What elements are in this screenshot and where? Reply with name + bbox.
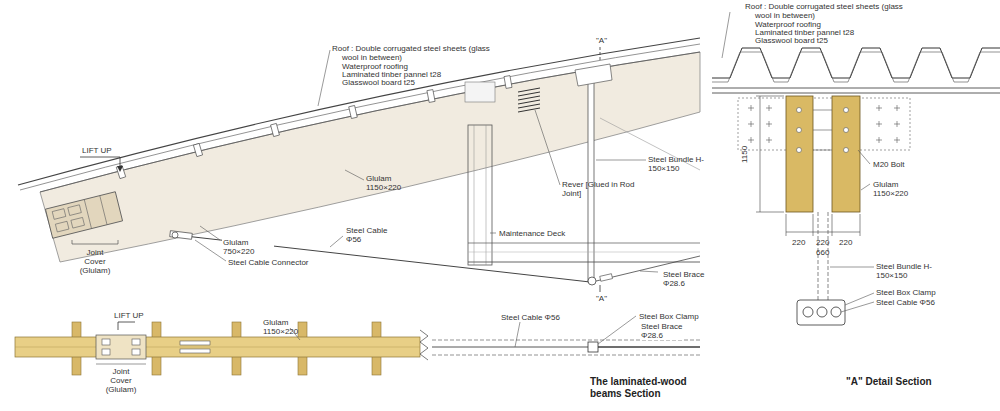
callout-label: 220 [839, 238, 852, 247]
callout-label: Glulam 750×220 [222, 238, 274, 256]
callout-label: Steel Box Clamp [876, 288, 936, 297]
callout-label: M20 Bolt [873, 160, 905, 169]
callout-label: Steel Box Clamp [638, 312, 700, 321]
callout-label: Rever [Glued in Rod Joint] [562, 180, 642, 198]
callout-label: Steel Cable Φ56 [500, 313, 561, 322]
callout-label: 1150 [740, 145, 749, 162]
callout-label: Glasswool board t25 [755, 36, 828, 45]
callout-label: 220 [816, 238, 829, 247]
callout-label: Roof : Double corrugated steel sheets (g… [745, 2, 920, 20]
callout-label: Laminated tinber pannel t28 [342, 70, 441, 79]
callout-label: LIFT UP [82, 146, 112, 155]
callout-label: "A" [596, 36, 607, 45]
callout-label: Glasswool board t25 [342, 78, 415, 87]
callout-label: Steel Bundle H-150×150 [876, 262, 938, 280]
callout-label: 660 [816, 248, 829, 257]
callout-label: Steel Brace Φ28.6 [662, 270, 706, 288]
callout-label: The laminated-wood beams Section [590, 376, 700, 400]
callout-label: Steel Cable Φ56 [876, 298, 935, 307]
callout-label: Glulam 1150×220 [263, 318, 313, 336]
callout-label: Roof : Double corrugated steel sheets (g… [332, 44, 507, 62]
callout-label: Steel Brace Φ28.6 [640, 322, 684, 340]
callout-label: Joint Cover (Glulam) [75, 248, 115, 275]
callout-label: 220 [792, 238, 805, 247]
callout-label: Glulam 1150×220 [366, 174, 416, 192]
callout-label: Laminated tinber pannel t28 [755, 28, 854, 37]
callout-label: "A" Detail Section [846, 376, 932, 388]
callout-label: Waterproof roofing [342, 62, 408, 71]
callout-label: "A" [596, 294, 607, 303]
callout-label: Joint Cover (Glulam) [101, 367, 141, 394]
callout-label: Steel Cable Φ56 [345, 226, 393, 244]
callout-label: Steel Cable Connector [228, 258, 309, 267]
callout-label: Glulam 1150×220 [873, 180, 923, 198]
callout-label: LIFT UP [114, 311, 144, 320]
callout-label: Waterproof roofing [755, 20, 821, 29]
callout-label: Maintenance Deck [498, 229, 566, 238]
callout-label: Steel Bundle H-150×150 [648, 155, 710, 173]
